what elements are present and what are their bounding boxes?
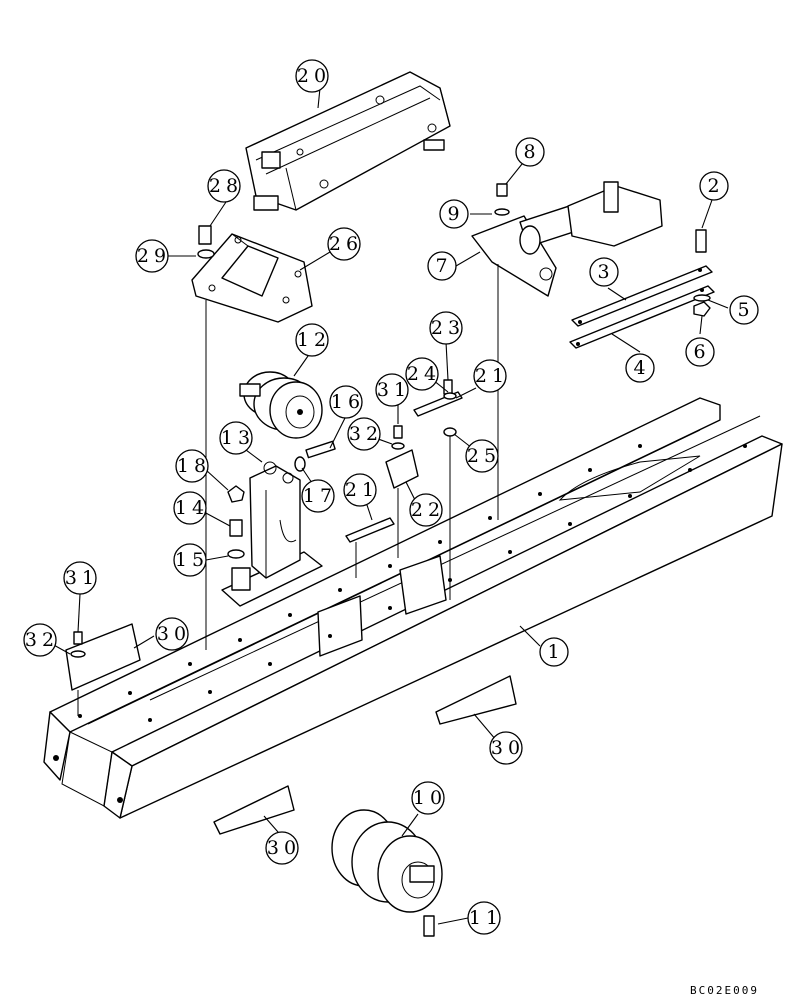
tensioner-assembly [471,181,663,297]
callout-23-label: 23 [431,317,465,339]
callout-20: 20 [295,59,331,93]
leader-lines [51,87,729,925]
callout-32-upper-label: 32 [349,423,383,445]
callout-26: 26 [327,227,363,261]
callout-20-label: 20 [297,65,331,87]
callout-6-label: 6 [693,341,710,363]
drawing-code: BC02E009 [690,984,759,997]
callout-22: 22 [409,493,445,527]
small-brackets [65,379,517,835]
callout-32-upper: 32 [347,417,383,451]
callout-21-upper-label: 21 [475,365,509,387]
roller-bracket [221,440,336,607]
callout-1: 1 [539,637,569,667]
callout-17-label: 17 [303,485,337,507]
carrier-roller [239,371,323,439]
track-frame [43,397,783,819]
callout-18-label: 18 [177,455,211,477]
callout-14-label: 14 [175,497,209,519]
callout-16: 16 [329,385,365,419]
callout-28-label: 28 [209,175,243,197]
callout-30-bottom-label: 30 [267,837,301,859]
callout-13: 13 [219,421,255,455]
callout-31-upper-label: 31 [377,379,411,401]
top-guard [245,71,451,211]
callout-31-lower: 31 [63,561,99,595]
callout-10: 10 [411,781,447,815]
callout-7-label: 7 [435,255,452,277]
callout-22-label: 22 [411,499,445,521]
callout-12-label: 12 [297,329,331,351]
callout-24: 24 [405,357,441,391]
callout-21-upper: 21 [473,359,509,393]
wear-strips [569,229,715,349]
callout-2-label: 2 [707,175,724,197]
callout-30-left: 30 [155,617,191,651]
callout-8: 8 [515,137,545,167]
callout-18: 18 [175,449,211,483]
callout-2: 2 [699,171,729,201]
callout-9: 9 [439,199,469,229]
callout-3: 3 [589,257,619,287]
track-roller [331,809,443,937]
callout-15-label: 15 [175,549,209,571]
callout-9-label: 9 [447,203,464,225]
frame-holes [53,444,747,803]
callout-7: 7 [427,251,457,281]
callout-12: 12 [295,323,331,357]
callout-30-right-label: 30 [491,737,525,759]
mounting-bracket [191,225,313,323]
callout-29: 29 [135,239,171,273]
callout-11: 11 [467,901,503,935]
callout-15: 15 [173,543,209,577]
callout-5: 5 [729,295,759,325]
callout-31-upper: 31 [375,373,411,407]
callout-4: 4 [625,353,655,383]
callout-3-label: 3 [597,261,614,283]
callout-24-label: 24 [407,363,441,385]
callout-32-lower-label: 32 [25,629,59,651]
callout-30-bottom: 30 [265,831,301,865]
callout-5-label: 5 [737,299,754,321]
callout-25: 25 [465,439,501,473]
callout-17: 17 [301,479,337,513]
callout-30-right: 30 [489,731,525,765]
callout-29-label: 29 [137,245,171,267]
callout-11-label: 11 [469,907,503,929]
callout-28: 28 [207,169,243,203]
callout-21-lower-label: 21 [345,479,379,501]
callout-30-left-label: 30 [157,623,191,645]
callout-4-label: 4 [633,357,650,379]
callout-31-lower-label: 31 [65,567,99,589]
callout-1-label: 1 [547,641,564,663]
callout-13-label: 13 [221,427,255,449]
callout-14: 14 [173,491,209,525]
callout-25-label: 25 [467,445,501,467]
callout-26-label: 26 [329,233,363,255]
callout-8-label: 8 [523,141,540,163]
callout-23: 23 [429,311,465,345]
callout-32-lower: 32 [23,623,59,657]
callout-10-label: 10 [413,787,447,809]
callout-6: 6 [685,337,715,367]
callout-21-lower: 21 [343,473,379,507]
callout-16-label: 16 [331,391,365,413]
